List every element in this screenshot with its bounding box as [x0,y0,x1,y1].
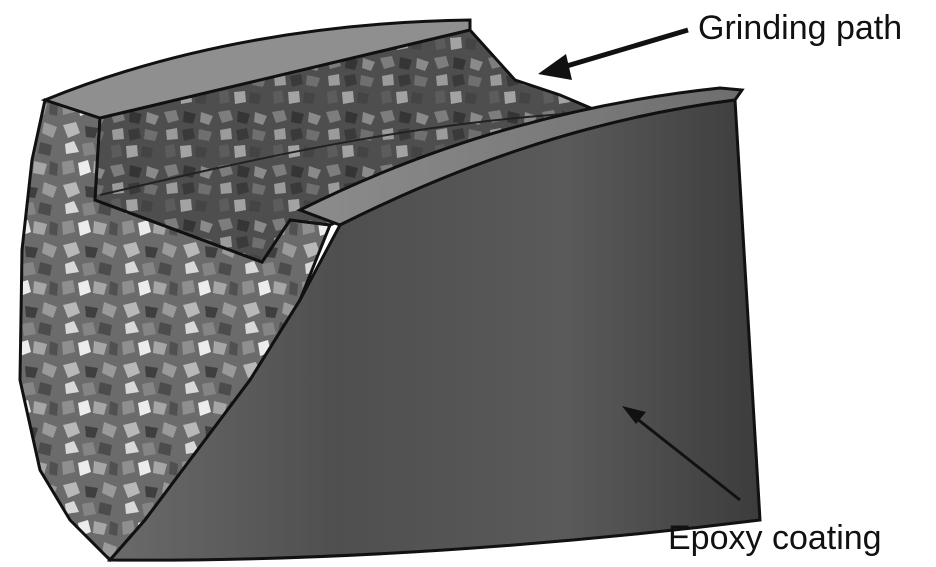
left-arrow-icon [538,30,688,80]
epoxy-coating-label: Epoxy coating [668,521,882,555]
grinding-path-label: Grinding path [698,11,902,45]
